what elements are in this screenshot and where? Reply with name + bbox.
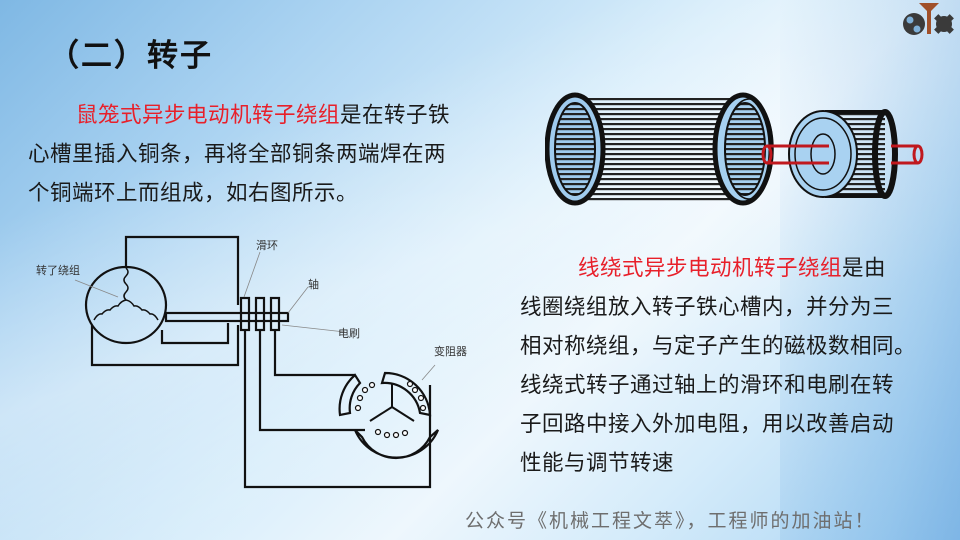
label-rotor-winding: 转了绕组 bbox=[36, 264, 80, 277]
wound-rotor-line1: 是由 bbox=[842, 256, 887, 281]
wound-rotor-line3: 相对称绕组，与定子产生的磁极数相同。 bbox=[520, 334, 917, 359]
squirrel-cage-line3: 个铜端环上而组成，如右图所示。 bbox=[28, 181, 359, 206]
squirrel-cage-line1: 是在转子铁 bbox=[340, 103, 451, 128]
squirrel-cage-description: 鼠笼式异步电动机转子绕组是在转子铁 心槽里插入铜条，再将全部铜条两端焊在两 个铜… bbox=[28, 96, 498, 213]
squirrel-cage-line2: 心槽里插入铜条，再将全部铜条两端焊在两 bbox=[28, 142, 447, 167]
label-slip-ring: 滑环 bbox=[256, 239, 278, 252]
label-rheostat: 变阻器 bbox=[434, 345, 467, 358]
squirrel-cage-rotor-figure bbox=[545, 92, 924, 206]
label-brush: 电刷 bbox=[338, 327, 360, 340]
wound-rotor-line6: 性能与调节转速 bbox=[520, 451, 675, 476]
footer-watermark: 公众号《机械工程文萃》，工程师的加油站！ bbox=[465, 510, 876, 532]
wound-rotor-circuit-figure bbox=[74, 235, 440, 489]
wound-rotor-description: 线绕式异步电动机转子绕组是由 线圈绕组放入转子铁心槽内，并分为三 相对称绕组，与… bbox=[520, 249, 960, 483]
wound-rotor-line2: 线圈绕组放入转子铁心槽内，并分为三 bbox=[520, 295, 895, 320]
wound-rotor-line4: 线绕式转子通过轴上的滑环和电刷在转 bbox=[520, 373, 895, 398]
page-title: （二）转子 bbox=[48, 38, 213, 74]
label-shaft: 轴 bbox=[308, 278, 319, 291]
gear-funnel-logo-icon bbox=[903, 3, 954, 35]
wound-rotor-highlight: 线绕式异步电动机转子绕组 bbox=[578, 256, 843, 281]
wound-rotor-line5: 子回路中接入外加电阻，用以改善启动 bbox=[520, 412, 895, 437]
squirrel-cage-highlight: 鼠笼式异步电动机转子绕组 bbox=[76, 103, 341, 128]
